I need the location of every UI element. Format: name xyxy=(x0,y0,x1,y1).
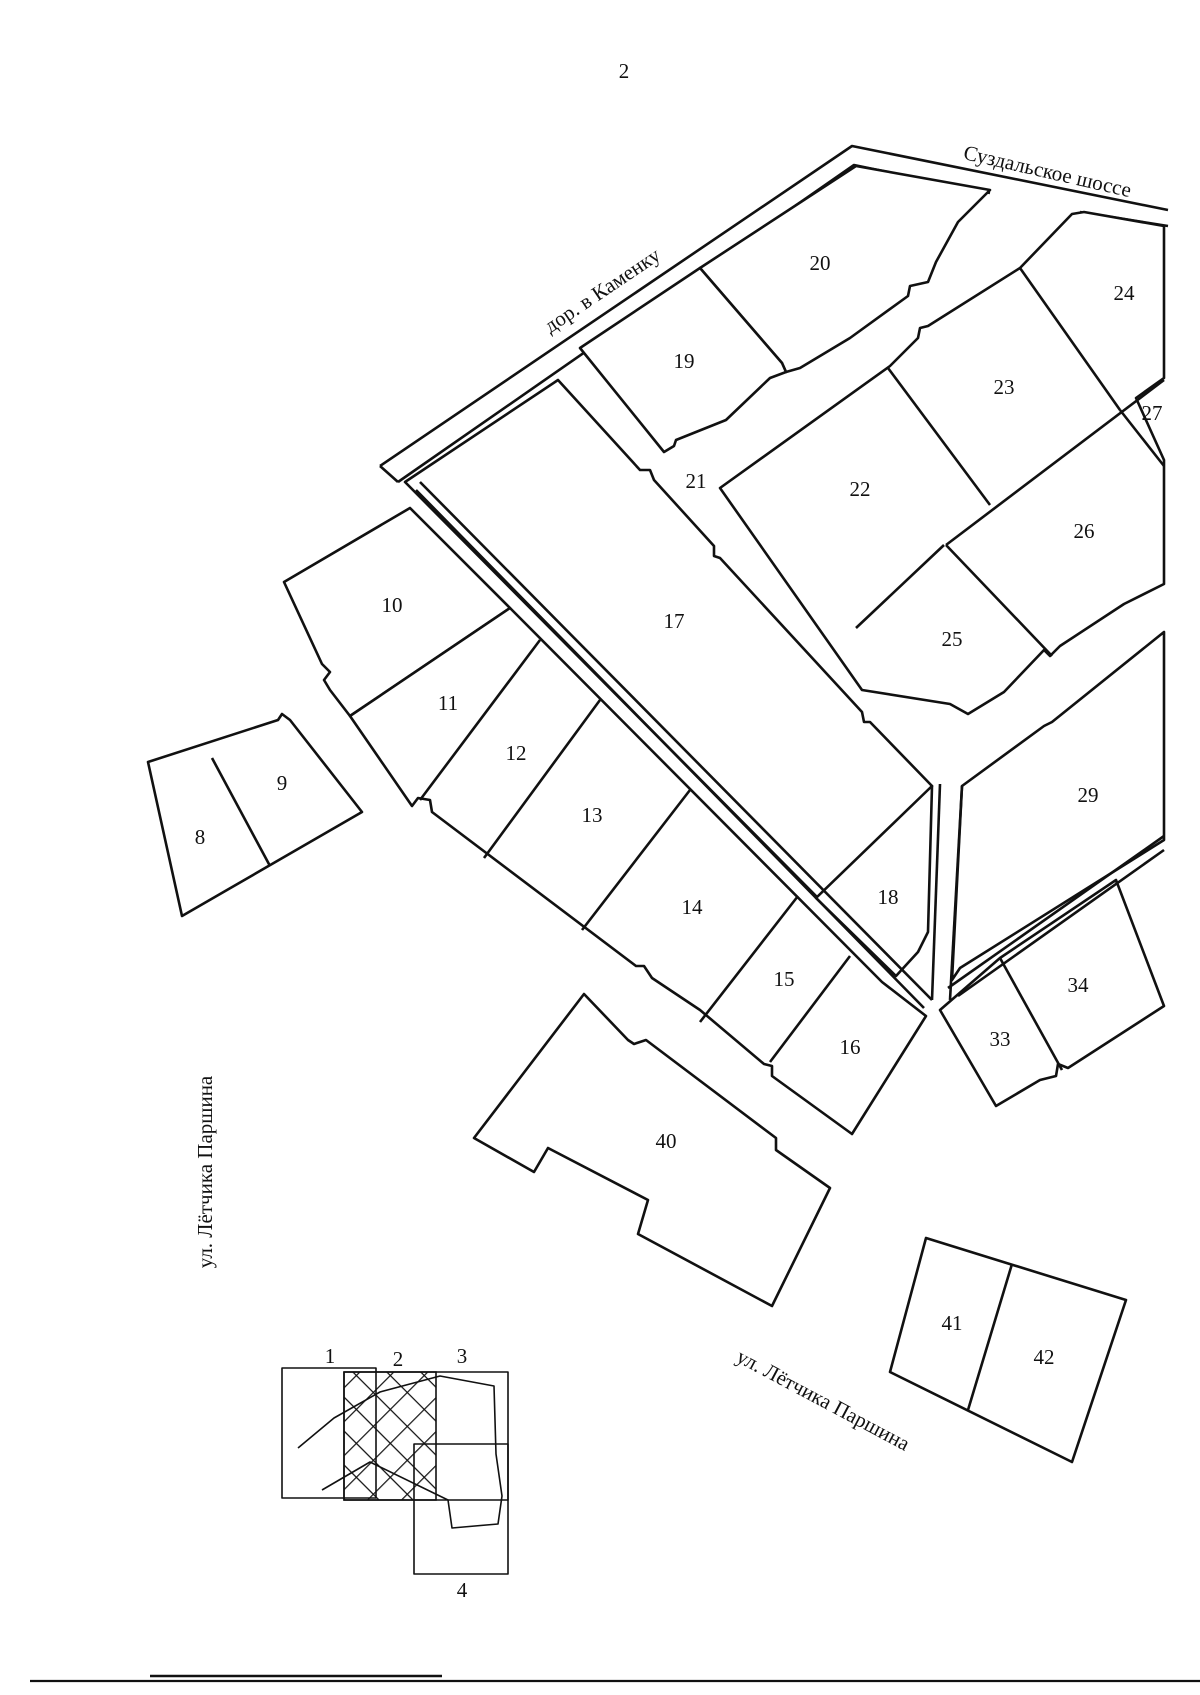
parcel-label: 14 xyxy=(682,895,704,919)
parcel-41-42-boundary xyxy=(888,1236,1128,1464)
parcel-label: 33 xyxy=(990,1027,1011,1051)
parcel-labels: 8 9 10 11 12 13 14 15 16 17 18 19 20 21 … xyxy=(195,251,1163,1369)
parcel-10-boundary xyxy=(282,506,512,718)
parcel-label: 19 xyxy=(674,349,695,373)
index-hatched-area xyxy=(343,1371,437,1501)
parcel-label: 13 xyxy=(582,803,603,827)
parcel-label: 11 xyxy=(438,691,458,715)
sheet-index-diagram: 1 2 3 4 xyxy=(281,1344,509,1602)
index-sheet-2: 2 xyxy=(393,1347,404,1371)
parcel-label: 17 xyxy=(664,609,685,633)
parcel-label: 40 xyxy=(656,1129,677,1153)
index-sheet-4: 4 xyxy=(457,1578,468,1602)
parcel-29-boundary xyxy=(950,630,1166,982)
parcel-label: 42 xyxy=(1034,1345,1055,1369)
parcel-label: 20 xyxy=(810,251,831,275)
parcel-40-boundary xyxy=(472,992,832,1308)
parcel-18-boundary xyxy=(814,784,934,978)
parcel-label: 15 xyxy=(774,967,795,991)
parcel-label: 34 xyxy=(1068,973,1090,997)
index-sheet-1: 1 xyxy=(325,1344,336,1368)
street-label-letchika-parshina-diagonal: ул. Лётчика Паршина xyxy=(733,1344,915,1456)
parcel-label: 8 xyxy=(195,825,206,849)
parcel-label: 21 xyxy=(686,469,707,493)
parcel-8-9-boundary xyxy=(146,712,364,918)
parcel-label: 10 xyxy=(382,593,403,617)
parcel-label: 18 xyxy=(878,885,899,909)
parcel-label: 26 xyxy=(1074,519,1095,543)
index-sheet-3: 3 xyxy=(457,1344,468,1368)
parcel-19-boundary xyxy=(578,266,788,454)
parcel-label: 24 xyxy=(1114,281,1136,305)
parcel-label: 16 xyxy=(840,1035,861,1059)
parcel-label: 9 xyxy=(277,771,288,795)
parcel-label: 22 xyxy=(850,477,871,501)
parcel-label: 27 xyxy=(1142,401,1163,425)
parcel-label: 29 xyxy=(1078,783,1099,807)
parcel-label: 12 xyxy=(506,741,527,765)
parcel-label: 41 xyxy=(942,1311,963,1335)
bottom-rule xyxy=(30,1674,1200,1683)
street-label-letchika-parshina-vertical: ул. Лётчика Паршина xyxy=(193,1075,217,1268)
parcel-label: 25 xyxy=(942,627,963,651)
parcel-33-34-boundary xyxy=(938,878,1166,1108)
parcel-block-22-27 xyxy=(718,210,1166,716)
parcel-block-11-16 xyxy=(348,606,928,1136)
page-number: 2 xyxy=(619,59,630,83)
parcel-label: 23 xyxy=(994,375,1015,399)
